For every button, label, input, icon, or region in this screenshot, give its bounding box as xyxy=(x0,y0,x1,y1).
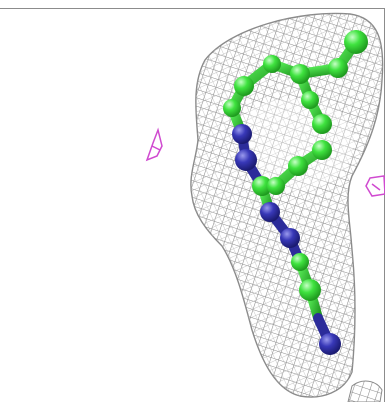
carbon-atom[interactable] xyxy=(312,114,332,134)
carbon-atom[interactable] xyxy=(301,91,319,109)
nitrogen-atom[interactable] xyxy=(232,124,252,144)
carbon-atom[interactable] xyxy=(267,177,285,195)
difference-density-fragment-icon xyxy=(145,127,385,197)
nitrogen-atom[interactable] xyxy=(319,333,341,355)
nitrogen-atom[interactable] xyxy=(280,228,300,248)
ligand-atoms[interactable] xyxy=(223,30,368,355)
carbon-atom[interactable] xyxy=(299,279,321,301)
carbon-atom[interactable] xyxy=(263,55,281,73)
nitrogen-atom[interactable] xyxy=(260,202,280,222)
viewport-top-border xyxy=(0,8,385,9)
carbon-atom[interactable] xyxy=(252,176,272,196)
carbon-atom[interactable] xyxy=(344,30,368,54)
carbon-atom[interactable] xyxy=(290,64,310,84)
nitrogen-atom[interactable] xyxy=(235,149,257,171)
carbon-atom[interactable] xyxy=(288,156,308,176)
carbon-atom[interactable] xyxy=(312,140,332,160)
carbon-atom[interactable] xyxy=(223,99,241,117)
carbon-atom[interactable] xyxy=(291,253,309,271)
carbon-atom[interactable] xyxy=(328,58,348,78)
carbon-atom[interactable] xyxy=(234,76,254,96)
